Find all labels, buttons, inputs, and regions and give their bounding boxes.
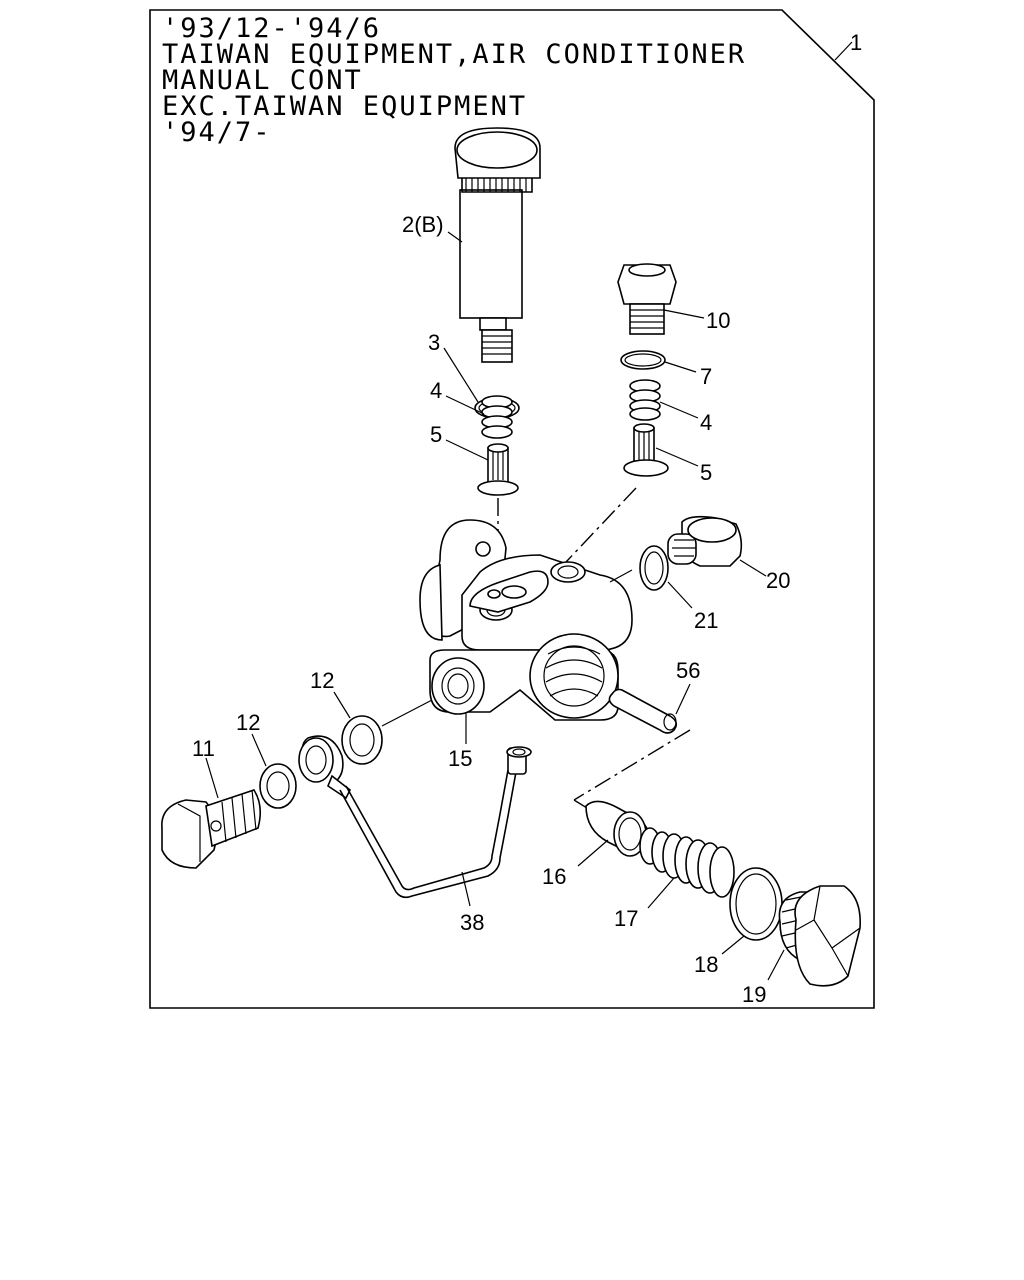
header-line-1: '93/12-'94/6	[162, 13, 382, 44]
spring-17	[639, 827, 735, 898]
callout-15: 15	[448, 746, 472, 771]
callout-21: 21	[694, 608, 718, 633]
eye-bolt-11	[161, 789, 262, 869]
callout-18: 18	[694, 952, 718, 977]
header-line-3: MANUAL CONT	[162, 65, 363, 96]
pin-56	[608, 688, 678, 734]
fuel-pipe-38	[298, 735, 532, 899]
callout-56: 56	[676, 658, 700, 683]
header-line-5: '94/7-	[162, 117, 272, 148]
callout-11: 11	[192, 736, 215, 761]
callout-7: 7	[700, 364, 712, 389]
diagram-frame	[149, 9, 875, 1009]
callout-4-right: 4	[700, 410, 712, 435]
callout-20: 20	[766, 568, 790, 593]
callout-5-left: 5	[430, 422, 442, 447]
header-line-4: EXC.TAIWAN EQUIPMENT	[162, 91, 528, 122]
priming-pump-2b	[454, 127, 541, 363]
plug-19	[778, 885, 861, 987]
callout-12-lower: 12	[236, 710, 260, 735]
washer-18	[729, 867, 783, 941]
callout-19: 19	[742, 982, 766, 1007]
spring-4-left	[481, 395, 513, 439]
callout-12-upper: 12	[310, 668, 334, 693]
gasket-12-upper	[341, 715, 383, 765]
callout-4-left: 4	[430, 378, 442, 403]
callout-17: 17	[614, 906, 638, 931]
callout-2b: 2(B)	[402, 212, 444, 237]
callout-3: 3	[428, 330, 440, 355]
callout-5-right: 5	[700, 460, 712, 485]
fitting-10	[617, 263, 677, 335]
spring-4-right	[629, 379, 661, 421]
washer-21	[639, 545, 669, 591]
callout-38: 38	[460, 910, 484, 935]
assembly-leader	[834, 41, 853, 61]
valve-5-right	[623, 423, 669, 477]
gasket-12-lower	[259, 763, 297, 809]
callout-10: 10	[706, 308, 730, 333]
valve-5-left	[477, 443, 519, 496]
pump-body-15	[419, 519, 633, 721]
header-line-2: TAIWAN EQUIPMENT,AIR CONDITIONER	[162, 39, 747, 70]
assembly-ref-label: 1	[850, 30, 862, 55]
plug-20	[667, 515, 743, 567]
callout-16: 16	[542, 864, 566, 889]
